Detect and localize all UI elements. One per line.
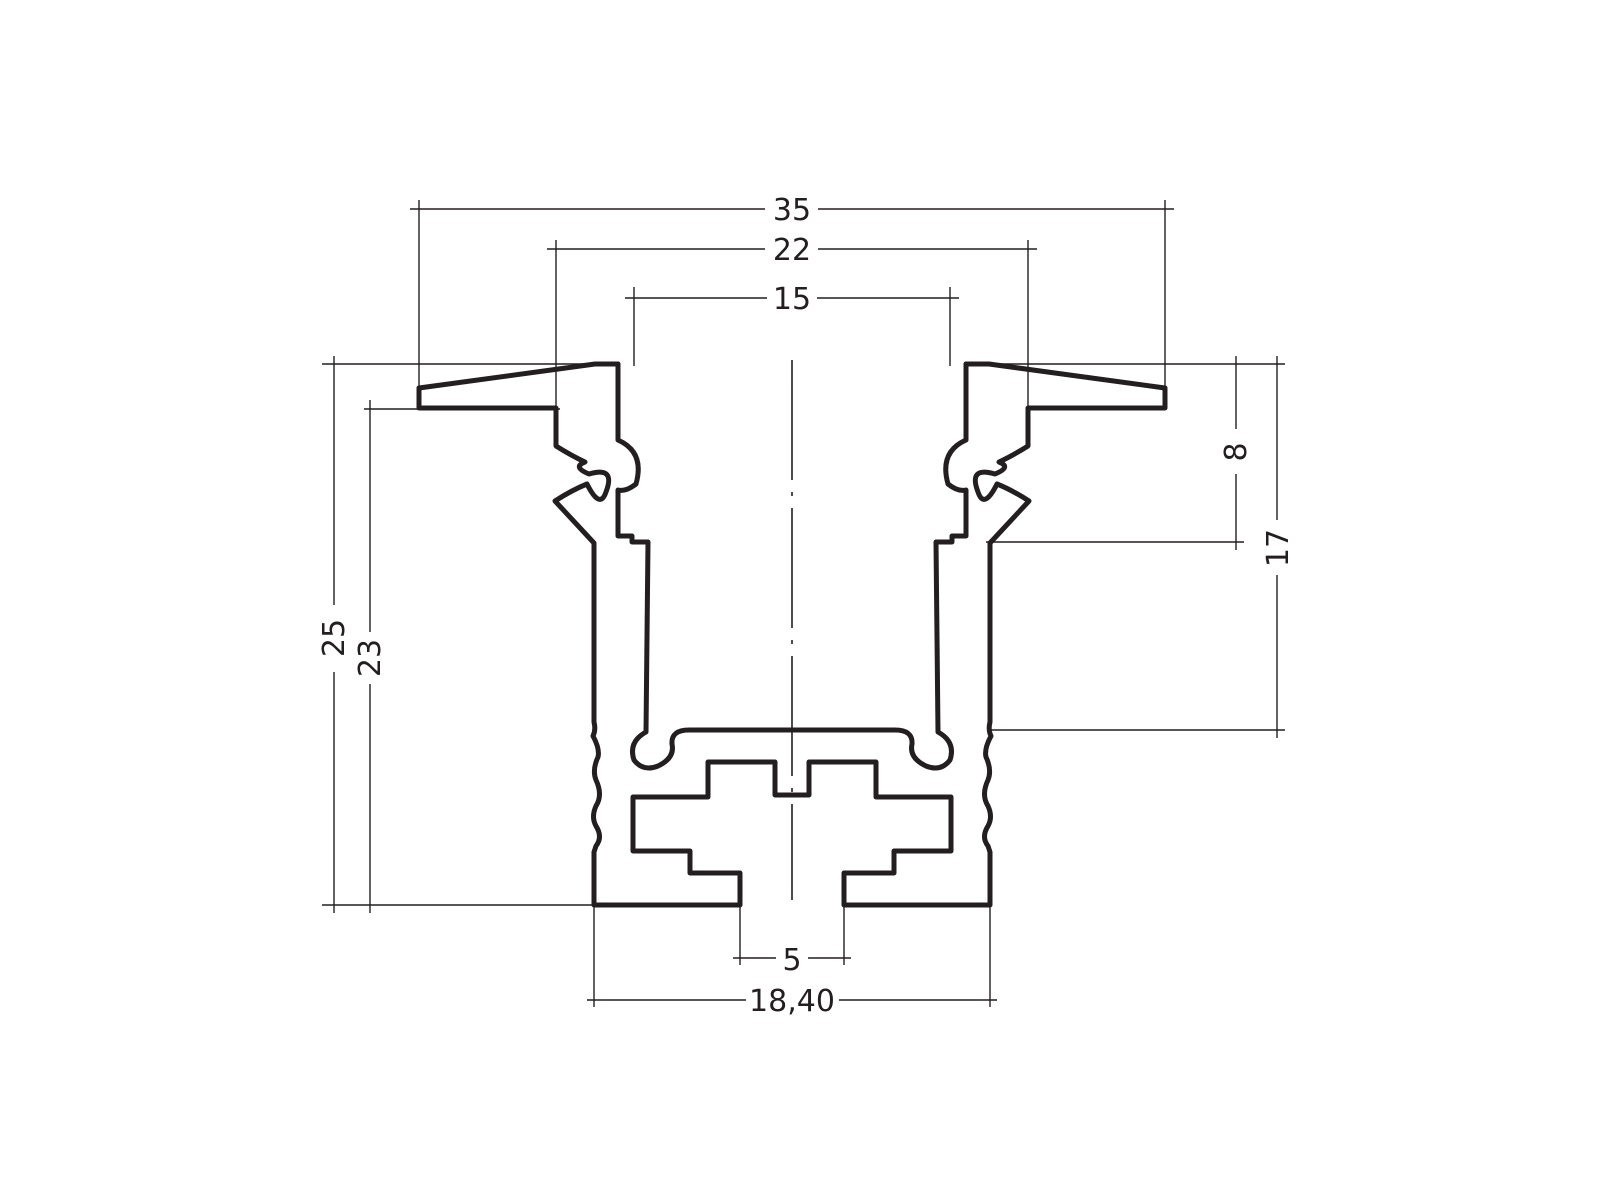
dim-height-inner: 17 <box>990 356 1296 738</box>
label-width-slot: 5 <box>782 943 801 978</box>
label-height-upper: 8 <box>1219 442 1254 461</box>
label-width-flange: 22 <box>773 233 811 268</box>
profile-outline-right <box>792 364 1165 905</box>
label-width-base: 18,40 <box>749 984 835 1019</box>
label-width-total: 35 <box>773 193 811 228</box>
profile-outline-left <box>416 361 795 908</box>
dim-width-base: 18,40 <box>587 905 997 1019</box>
label-height-total: 25 <box>317 619 352 657</box>
label-height-inner: 17 <box>1261 529 1296 567</box>
label-height-body: 23 <box>353 639 388 677</box>
dim-height-upper: 8 <box>966 356 1285 550</box>
dim-width-opening: 15 <box>625 282 959 366</box>
dim-width-flange: 22 <box>547 233 1037 410</box>
dim-width-slot: 5 <box>733 905 851 978</box>
dim-height-total: 25 <box>317 356 616 913</box>
label-width-opening: 15 <box>773 282 811 317</box>
dim-width-total: 35 <box>410 193 1174 390</box>
dim-height-body: 23 <box>353 400 560 913</box>
